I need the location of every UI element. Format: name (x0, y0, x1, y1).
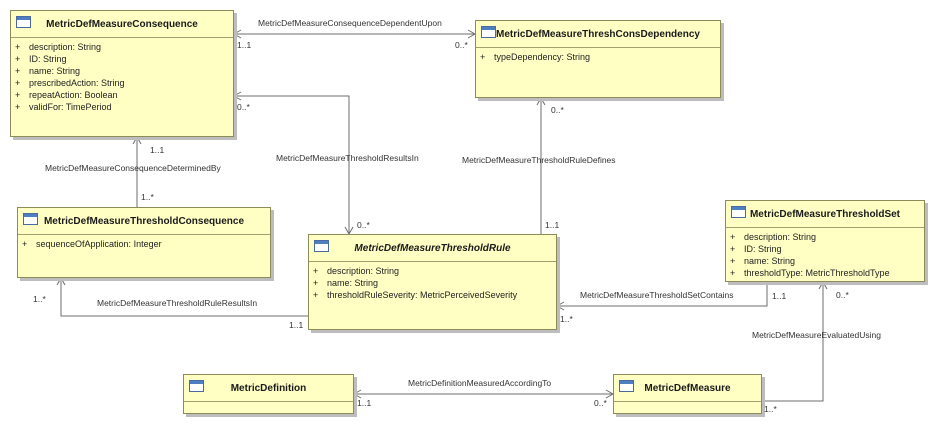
attribute-list: +description: String +ID: String +name: … (11, 38, 233, 113)
multiplicity-label: 0..* (455, 40, 468, 50)
multiplicity-label: 1..1 (237, 40, 252, 50)
attribute: +ID: String (15, 54, 67, 64)
class-name: MetricDefMeasureThreshConsDependency (496, 28, 700, 40)
multiplicity-label: 1..* (764, 404, 777, 414)
attribute: +description: String (15, 42, 102, 52)
class-header: MetricDefMeasureThresholdRule (309, 235, 556, 262)
association-label: MetricDefMeasureThresholdRuleResultsIn (97, 298, 258, 308)
association-label: MetricDefMeasureThresholdResultsIn (276, 153, 419, 163)
attribute: +typeDependency: String (480, 52, 591, 62)
class-metric-definition[interactable]: MetricDefinition (183, 374, 354, 414)
association-label: MetricDefMeasureThresholdSetContains (580, 290, 734, 300)
class-icon (619, 380, 634, 392)
multiplicity-label: 1..* (560, 314, 573, 324)
line-evaluated-using (762, 282, 824, 402)
class-name: MetricDefMeasureConsequence (46, 18, 198, 30)
class-icon (23, 213, 38, 225)
line-threshold-rule-results-in (60, 278, 308, 317)
attribute-list: +description: String +name: String +thre… (309, 262, 556, 301)
arrow-evaluated-using (818, 280, 828, 290)
attribute: +prescribedAction: String (15, 78, 125, 88)
arrow-threshold-rule-defines (536, 96, 546, 106)
arrow-consequence-dependent-upon-a (232, 29, 242, 39)
class-header: MetricDefMeasureThreshConsDependency (476, 21, 720, 48)
class-name: MetricDefMeasureThresholdSet (749, 208, 901, 220)
class-icon (16, 16, 31, 28)
attribute: +sequenceOfApplication: Integer (22, 239, 162, 249)
attribute: +name: String (313, 278, 379, 288)
multiplicity-label: 1..1 (772, 291, 787, 301)
class-metric-def-measure-threshold-consequence[interactable]: MetricDefMeasureThresholdConsequence +se… (17, 207, 271, 278)
association-label: MetricDefMeasureThresholdRuleDefines (462, 155, 616, 165)
class-icon (481, 26, 496, 38)
class-name: MetricDefinition (230, 382, 307, 394)
multiplicity-label: 1..1 (289, 320, 304, 330)
attribute: +name: String (730, 256, 796, 266)
multiplicity-label: 1..* (33, 294, 46, 304)
attribute: +description: String (730, 232, 817, 242)
multiplicity-label: 0..* (836, 290, 849, 300)
line-threshold-results-in (234, 95, 350, 234)
multiplicity-label: 0..* (357, 220, 370, 230)
multiplicity-label: 0..* (551, 105, 564, 115)
arrow-measured-according-to-a (352, 389, 362, 399)
multiplicity-label: 1..* (141, 192, 154, 202)
multiplicity-label: 0..* (594, 398, 607, 408)
attribute: +validFor: TimePeriod (15, 102, 112, 112)
association-label: MetricDefMeasureConsequenceDeterminedBy (45, 163, 221, 173)
class-icon (314, 240, 329, 252)
class-icon (189, 380, 204, 392)
attribute-list: +typeDependency: String (476, 48, 720, 63)
multiplicity-label: 0..* (237, 102, 250, 112)
class-metric-def-measure-threshold-set[interactable]: MetricDefMeasureThresholdSet +descriptio… (725, 200, 925, 282)
arrow-threshold-rule-results-in (56, 276, 66, 286)
class-name: MetricDefMeasure (644, 382, 731, 394)
attribute: +description: String (313, 266, 400, 276)
class-icon (731, 206, 746, 218)
multiplicity-label: 1..1 (545, 220, 560, 230)
attribute: +name: String (15, 66, 81, 76)
arrow-threshold-results-in-a (232, 91, 242, 101)
class-metric-def-measure[interactable]: MetricDefMeasure (613, 374, 762, 414)
line-threshold-set-contains (557, 282, 768, 307)
attribute-list: +sequenceOfApplication: Integer (18, 235, 270, 250)
association-label: MetricDefMeasureConsequenceDependentUpon (258, 18, 442, 28)
class-name: MetricDefMeasureThresholdRule (354, 242, 511, 254)
association-label: MetricDefinitionMeasuredAccordingTo (408, 378, 552, 388)
class-header: MetricDefMeasureThresholdConsequence (18, 208, 270, 235)
class-header: MetricDefMeasure (614, 375, 761, 402)
class-header: MetricDefMeasureThresholdSet (726, 201, 924, 228)
class-metric-def-measure-consequence[interactable]: MetricDefMeasureConsequence +description… (10, 10, 234, 137)
multiplicity-label: 1..1 (150, 145, 165, 155)
association-label: MetricDefMeasureEvaluatedUsing (752, 330, 881, 340)
class-header: MetricDefMeasureConsequence (11, 11, 233, 38)
arrow-consequence-determined-by (132, 135, 142, 145)
attribute: +thresholdType: MetricThresholdType (730, 268, 890, 278)
arrow-threshold-set-contains (555, 301, 565, 311)
attribute: +thresholdRuleSeverity: MetricPerceivedS… (313, 290, 518, 300)
class-header: MetricDefinition (184, 375, 353, 402)
attribute-list: +description: String +ID: String +name: … (726, 228, 924, 279)
class-name: MetricDefMeasureThresholdConsequence (43, 215, 245, 227)
multiplicity-label: 1..1 (357, 398, 372, 408)
class-metric-def-measure-thresh-cons-dependency[interactable]: MetricDefMeasureThreshConsDependency +ty… (475, 20, 721, 98)
attribute: +repeatAction: Boolean (15, 90, 118, 100)
attribute: +ID: String (730, 244, 782, 254)
class-metric-def-measure-threshold-rule[interactable]: MetricDefMeasureThresholdRule +descripti… (308, 234, 557, 330)
